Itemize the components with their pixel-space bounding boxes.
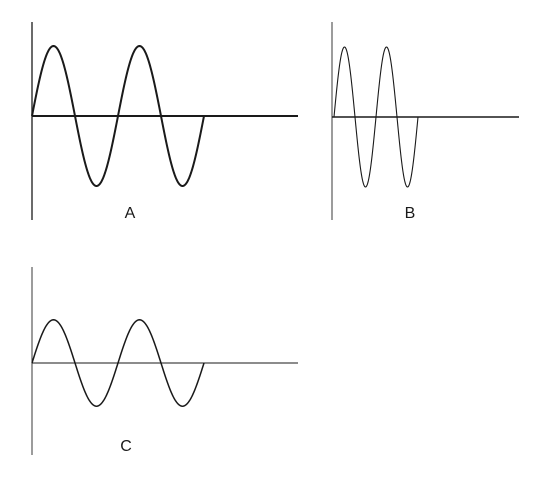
waveform-b-curve: [333, 46, 419, 188]
waveform-c-curve: [31, 319, 205, 407]
waveform-b-panel: B: [331, 22, 519, 222]
waveform-b-label: B: [405, 205, 416, 222]
waveform-a-panel: A: [31, 22, 298, 222]
waveform-c-panel: C: [31, 267, 298, 455]
waveform-a-curve: [31, 45, 205, 187]
waveform-a-label: A: [125, 205, 136, 222]
waveform-c-label: C: [120, 438, 132, 455]
